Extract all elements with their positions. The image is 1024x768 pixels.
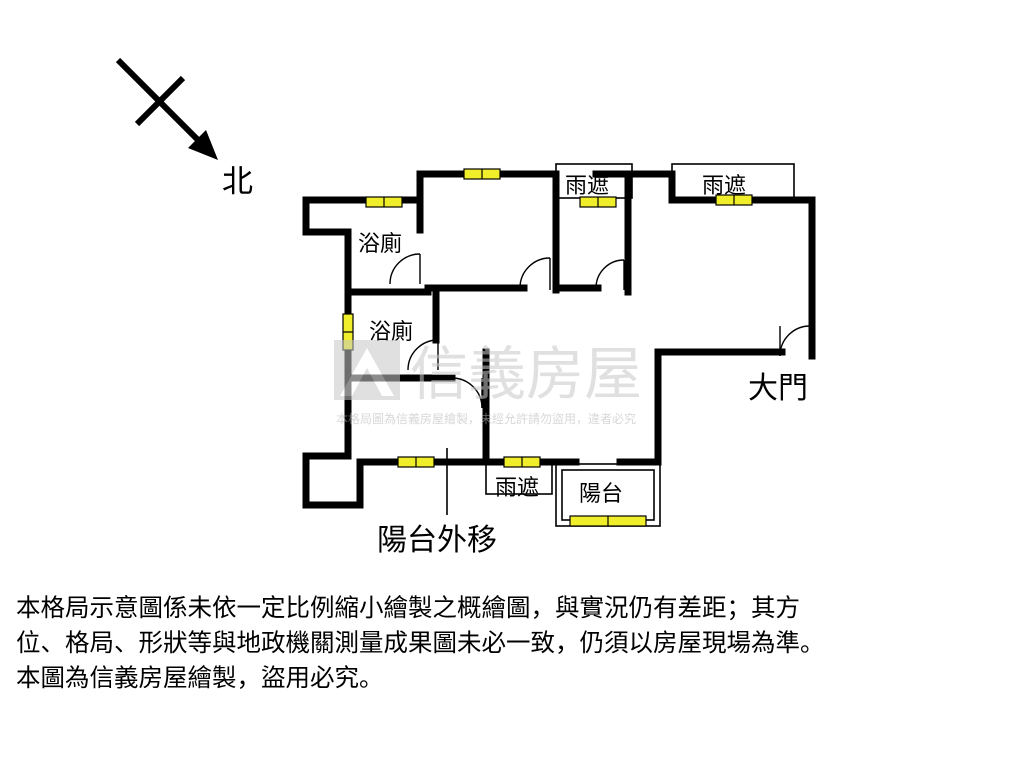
north-label: 北	[222, 164, 253, 200]
north-compass-icon	[115, 57, 218, 160]
bath-upper-label: 浴廁	[358, 232, 402, 257]
canopy-label: 雨遮	[495, 476, 539, 501]
door-room-1	[519, 257, 551, 289]
door-bath-lower	[407, 339, 439, 371]
main-door-label: 大門	[748, 371, 808, 406]
balcony-moved-label: 陽台外移	[377, 523, 497, 558]
disclaimer-line: 本圖為信義房屋繪製，盜用必究。	[16, 663, 384, 692]
disclaimer-line: 本格局示意圖係未依一定比例縮小繪製之概繪圖，與實況仍有差距；其方	[16, 593, 800, 622]
canopy-label: 雨遮	[702, 174, 746, 199]
balcony-label: 陽台	[579, 482, 623, 507]
doors	[389, 253, 811, 409]
disclaimer-line: 位、格局、形狀等與地政機關測量成果圖未必一致，仍須以房屋現場為準。	[16, 628, 825, 657]
walls	[302, 170, 816, 509]
canopy-label: 雨遮	[565, 174, 609, 199]
windows	[342, 168, 753, 527]
watermark-brand: 信義房屋	[410, 340, 642, 408]
brand-logo-icon	[334, 340, 400, 400]
door-bath-upper	[389, 253, 421, 285]
watermark: 信義房屋 本格局圖為信義房屋繪製，未經允許請勿盜用，違者必究	[334, 340, 642, 426]
disclaimer-text: 本格局示意圖係未依一定比例縮小繪製之概繪圖，與實況仍有差距；其方 位、格局、形狀…	[16, 590, 1016, 695]
watermark-notice: 本格局圖為信義房屋繪製，未經允許請勿盜用，違者必究	[336, 411, 636, 426]
door-room-2	[595, 259, 625, 289]
